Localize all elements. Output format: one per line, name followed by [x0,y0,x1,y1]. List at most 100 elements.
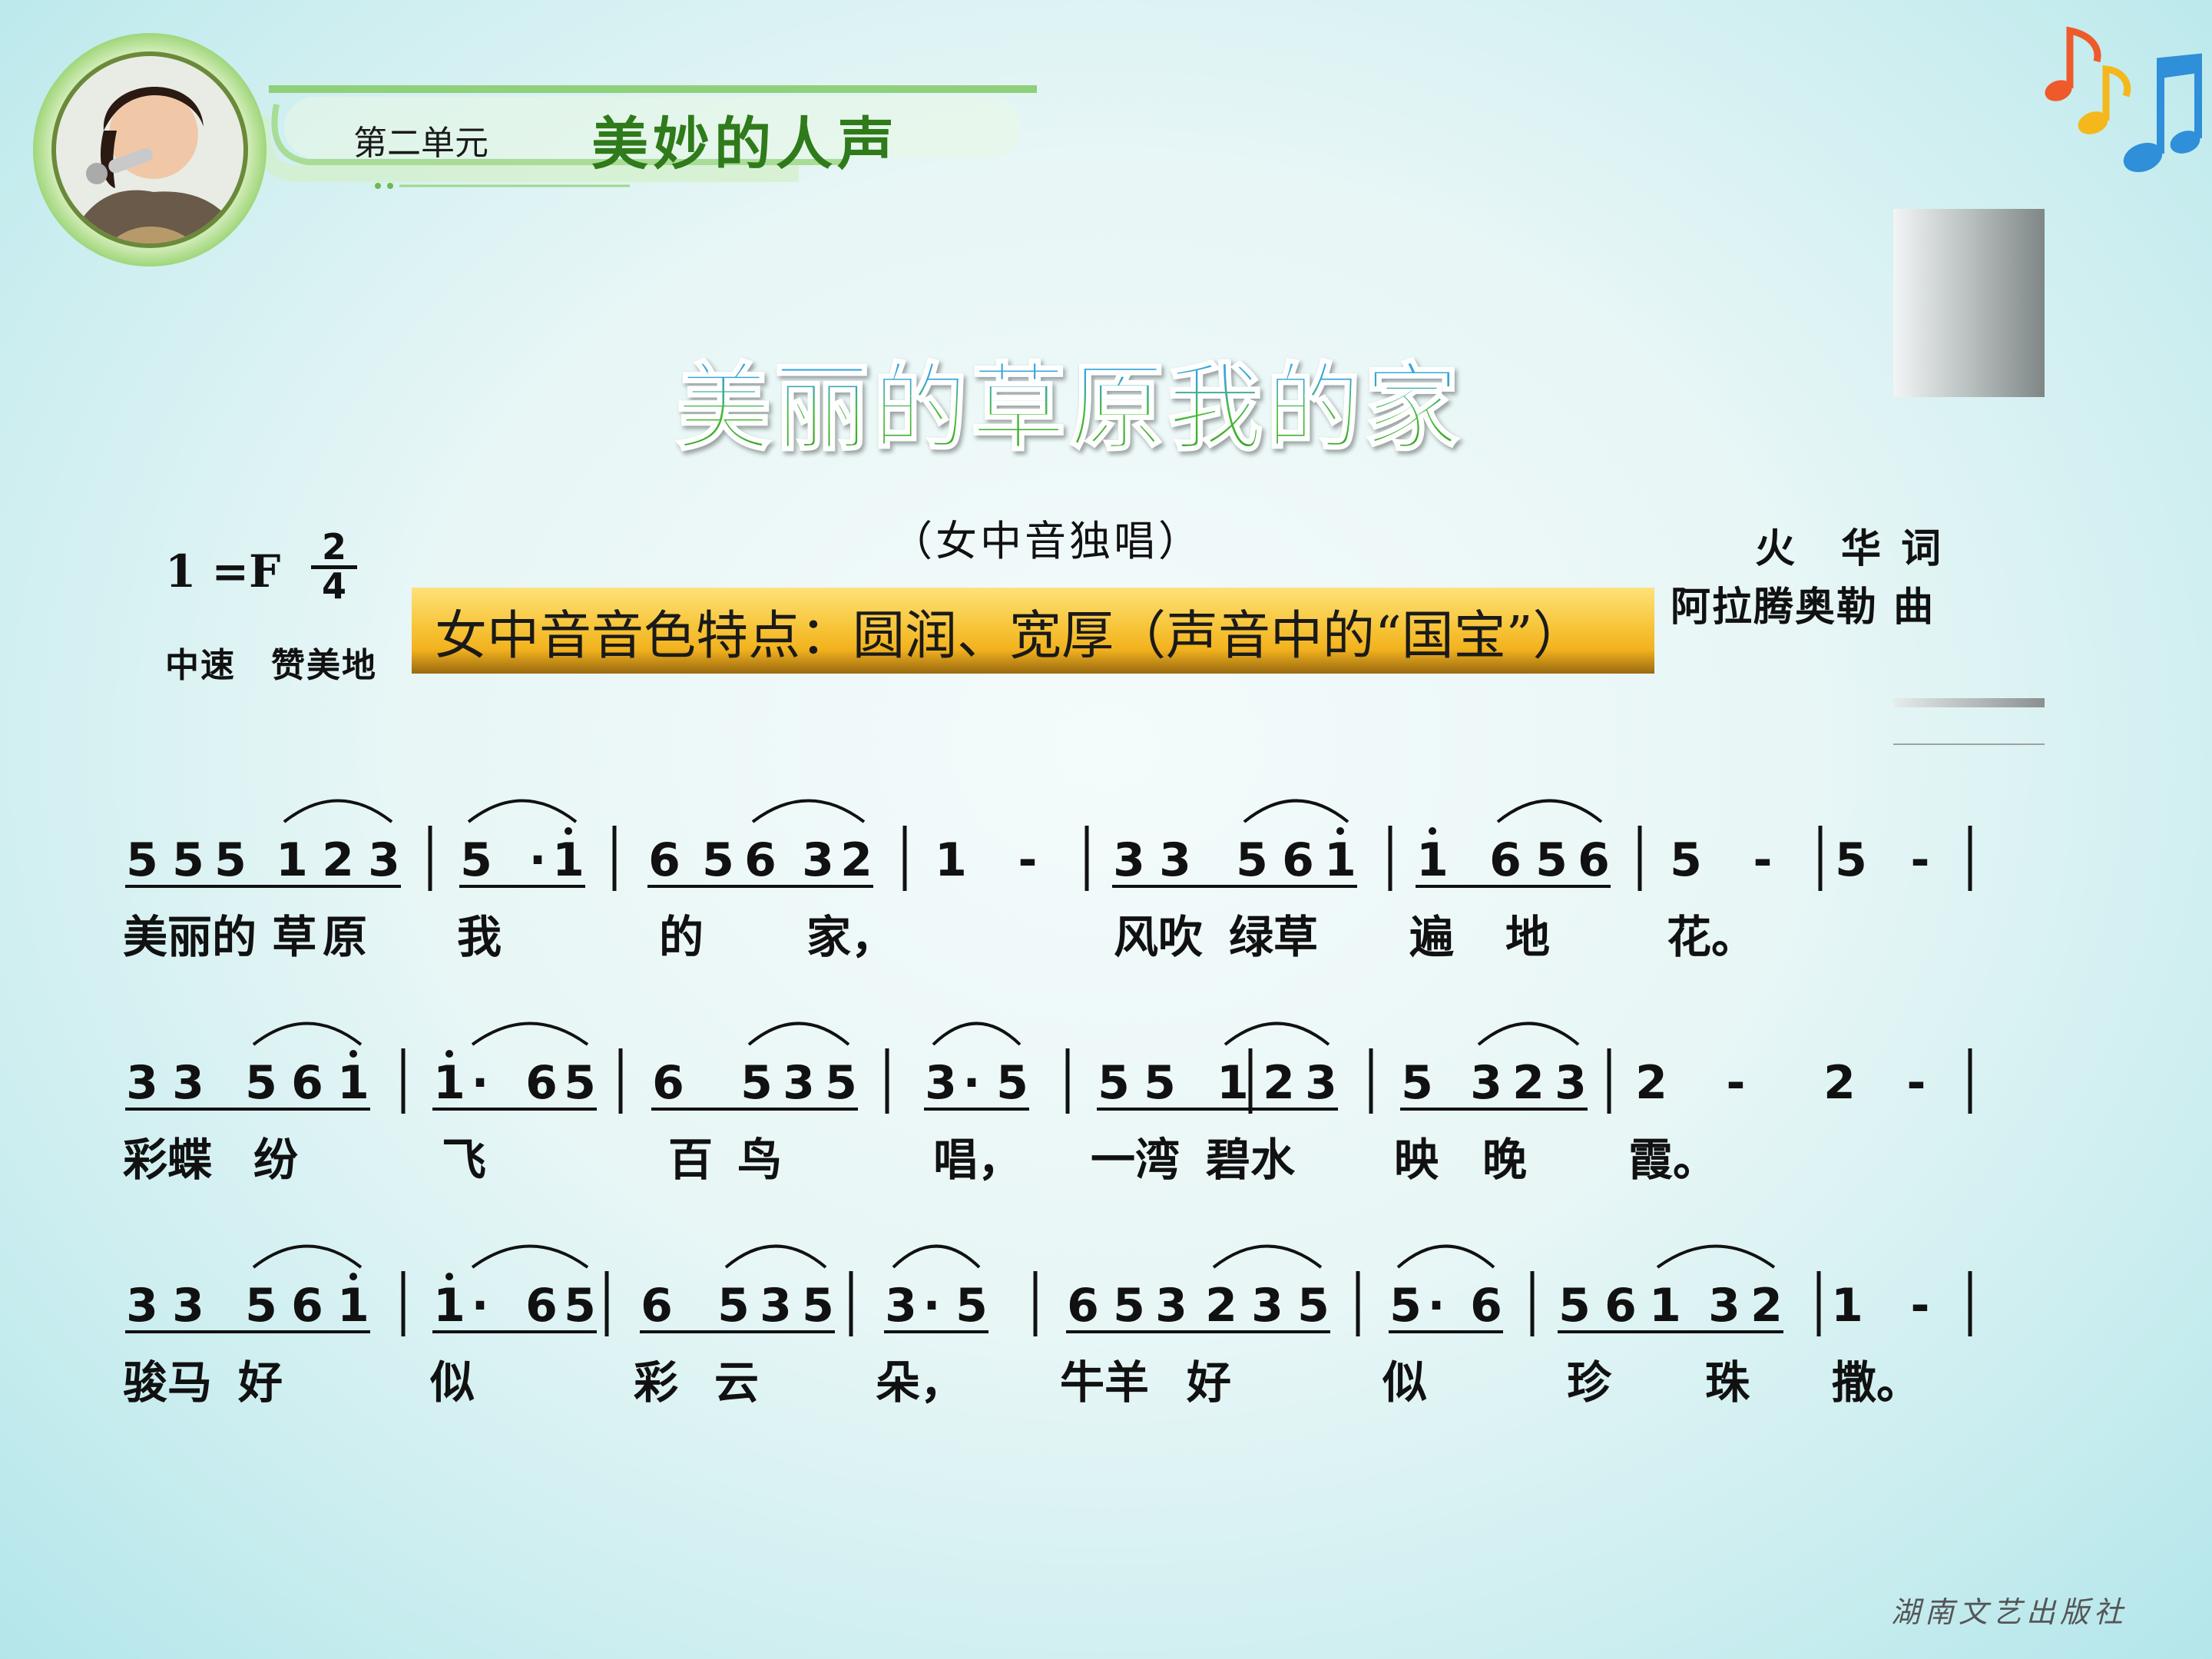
unit-label: 第二单元 [353,124,488,163]
score-note: 5 [564,1279,596,1333]
score-note: 3 [802,833,834,887]
lyric-text: 映 [1394,1134,1439,1186]
lyric-text: 彩 [634,1356,678,1409]
high-octave-dot [1336,827,1344,835]
lyric-text: 碧水 [1206,1134,1296,1186]
lyric-text: 云 [714,1356,759,1409]
lyric-text: 飞 [442,1134,486,1186]
score-note: 5 [955,1279,988,1333]
publisher-credit: 湖南文艺出版社 [1891,1595,2128,1629]
score-note: 6 [291,1279,323,1333]
score-note: 2 [840,833,873,887]
lyric-text: 霞。 [1628,1134,1717,1186]
score-note: 5 [245,1056,277,1110]
score-note: 3 [172,1056,204,1110]
score-note: 3 [1251,1279,1283,1333]
score-note: 5 [996,1056,1028,1110]
slur [471,1022,589,1046]
score-note: 5 [245,1279,277,1333]
slur [1496,799,1603,823]
score-note: 5 [1113,1279,1145,1333]
score-note: 5 [214,833,247,887]
score-note: · [472,1056,489,1110]
score-note: 3 [885,1279,917,1333]
slur [1656,1244,1776,1269]
slur [1212,1244,1323,1269]
lyric-text: 一湾 [1091,1134,1180,1186]
score-note: - [1911,833,1930,887]
score-note: 5 [825,1056,857,1110]
singer-portrait [33,33,267,267]
lyric-text: 晚 [1482,1134,1527,1186]
score-note: 1 [935,833,967,887]
score-note: 3 [1708,1279,1740,1333]
score-note: 3 [760,1279,792,1333]
lyric-text: 骏马 [123,1356,212,1409]
score-note: 6 [641,1279,673,1333]
score-note: · [529,833,547,887]
score-note: 6 [291,1056,323,1110]
song-title: 美丽的草原我的家 [674,330,1462,469]
lyric-text: 似 [1382,1356,1427,1409]
slur [1243,799,1349,823]
lyric-text: 风吹 [1114,911,1203,963]
score-note: 5 [702,833,734,887]
high-octave-dot [349,1273,357,1280]
lyric-text: 原 [323,911,367,963]
high-octave-dot [1429,827,1436,835]
score-note: 2 [1205,1279,1237,1333]
slur [1396,1244,1495,1269]
lyric-text: 好 [237,1356,283,1409]
score-note: - [1753,833,1773,887]
high-octave-dot [445,1050,453,1058]
side-decoration [1893,209,2045,397]
lyricist-credit: 火 华 词 [1755,525,1945,572]
score-note: · [1428,1279,1445,1333]
score-note: 5 [1670,833,1702,887]
score-note: 5 [1236,833,1268,887]
lyric-text: 的 [659,911,704,963]
score-note: 1 [276,833,308,887]
lyric-text: 似 [429,1356,475,1409]
score-note: 5 [802,1279,834,1333]
lyric-text: 彩蝶 [123,1134,213,1186]
score-note: 1 [1217,1056,1249,1110]
score-note: 3 [126,1279,158,1333]
side-divider [1893,698,2045,707]
score-note: - [1911,1279,1930,1333]
score-note: 5 [1401,1056,1433,1110]
score-note: 1 [337,1279,369,1333]
score-note: 3 [1159,833,1191,887]
lyric-text: 珠 [1705,1356,1750,1409]
slur [751,799,866,823]
score-note: 6 [648,833,680,887]
slur [747,1022,850,1046]
score-note: 1 [1831,1279,1863,1333]
high-octave-dot [445,1273,453,1280]
song-subtitle: （女中音独唱） [891,517,1203,565]
lyric-text: 朵， [876,1356,965,1409]
score-note: 6 [1470,1279,1502,1333]
score-note: 5 [1144,1056,1176,1110]
score-note: · [963,1056,981,1110]
score-note: 5 [460,833,492,887]
lyric-text: 珍 [1567,1356,1612,1409]
slur [1224,1022,1330,1046]
score-note: 5 [564,1056,596,1110]
lyric-text: 唱， [933,1134,1022,1186]
high-octave-dot [565,827,572,835]
lyric-text: 地 [1505,911,1550,963]
score-note: 6 [1067,1279,1099,1333]
score-note: 5 [1389,1279,1422,1333]
score-note: 2 [1512,1056,1545,1110]
score-note: 6 [525,1279,558,1333]
tempo-marking: 中速 赞美地 [165,646,377,685]
score-note: 6 [1489,833,1522,887]
lyric-text: 百 [668,1134,713,1186]
unit-title: 美妙的人声 [591,111,899,177]
score-note: 5 [126,833,158,887]
time-signature-bottom: 4 [321,565,346,607]
score-note: · [472,1279,489,1333]
